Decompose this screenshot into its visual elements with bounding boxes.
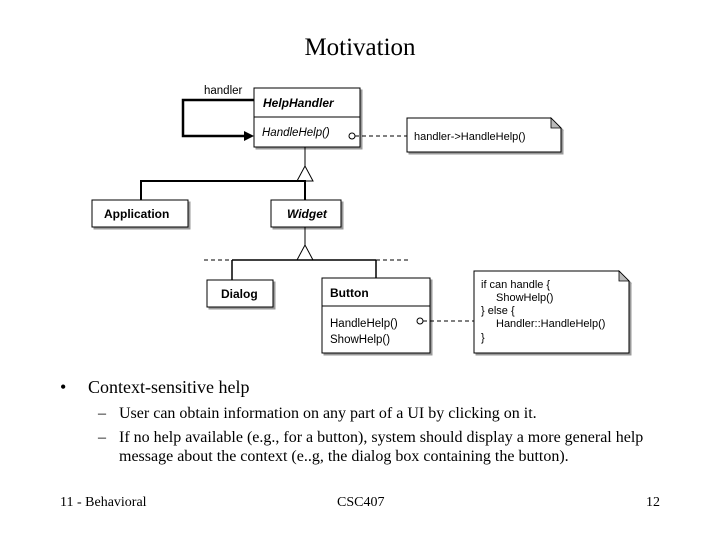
footer-center: CSC407: [337, 495, 385, 510]
bullet-main-text: Context-sensitive help: [88, 377, 250, 397]
note-code-line-2: ShowHelp(): [496, 292, 553, 304]
widget-class: [270, 199, 342, 228]
sub-bullet-1: – User can obtain information on any par…: [98, 404, 680, 423]
handler-association: [181, 98, 254, 141]
inheritance-helphandler: [140, 147, 314, 200]
dialog-class: [206, 279, 274, 308]
note-top: [406, 117, 562, 153]
note-top-connector: [348, 132, 407, 140]
note-code-line-5: }: [481, 332, 485, 344]
footer-left: 11 - Behavioral: [60, 495, 147, 510]
sub-bullet-dash: –: [98, 405, 106, 422]
button-op-handlehelp: HandleHelp(): [330, 318, 398, 330]
helphandler-class: [253, 87, 361, 148]
bullet-dot: •: [60, 377, 67, 397]
dialog-name: Dialog: [221, 287, 258, 301]
application-name: Application: [104, 207, 169, 221]
note-code-line-1: if can handle {: [481, 279, 550, 291]
sub-bullet-2: – If no help available (e.g., for a butt…: [98, 428, 680, 466]
inheritance-widget: [204, 227, 408, 280]
helphandler-name: HelpHandler: [263, 96, 335, 110]
sub-bullet-2-text: If no help available (e.g., for a button…: [119, 429, 644, 465]
handler-label: handler: [204, 85, 243, 97]
note-code-line-3: } else {: [481, 305, 515, 317]
note-code-line-4: Handler::HandleHelp(): [496, 318, 605, 330]
note-code: [473, 270, 630, 354]
class-diagram: HelpHandler HandleHelp() handler handler…: [91, 85, 630, 354]
footer-page-number: 12: [646, 495, 660, 510]
bullet-list: • Context-sensitive help – User can obta…: [60, 376, 680, 466]
note-code-connector: [416, 317, 474, 325]
widget-name: Widget: [287, 207, 328, 221]
button-name: Button: [330, 286, 369, 300]
slide-title: Motivation: [304, 34, 416, 61]
button-op-showhelp: ShowHelp(): [330, 334, 390, 346]
helphandler-op: HandleHelp(): [262, 127, 330, 139]
sub-bullet-dash: –: [98, 429, 106, 446]
sub-bullet-1-text: User can obtain information on any part …: [119, 405, 537, 422]
note-top-text: handler->HandleHelp(): [414, 131, 526, 143]
button-class: [321, 277, 431, 354]
application-class: [91, 199, 189, 228]
bullet-main: • Context-sensitive help: [60, 376, 680, 398]
